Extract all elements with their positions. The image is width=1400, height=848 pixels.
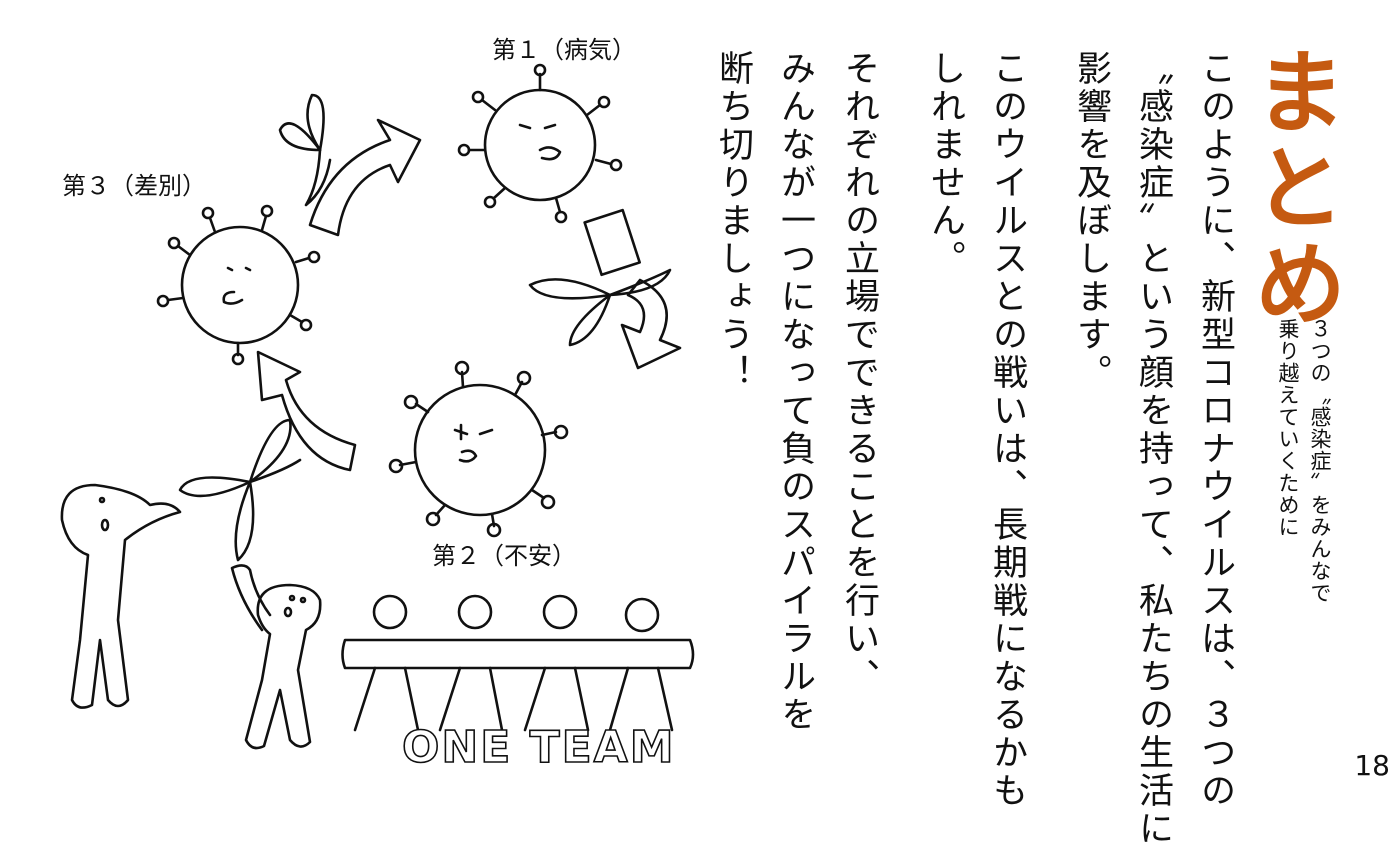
ribbon-bow-right-icon: [528, 208, 672, 347]
virus-anxiety-icon: [388, 360, 569, 538]
one-team-group-icon: [341, 594, 695, 732]
arrow-down-icon: [620, 278, 682, 370]
virus-discrimination-icon: [156, 204, 321, 366]
page-number: 18: [1354, 749, 1390, 782]
virus-disease-icon: [457, 63, 623, 224]
body-line-2: 〝感染症〟という顔を持って、私たちの生活に: [1133, 50, 1173, 848]
body-line-7: みんなが一つになって負のスパイラルを: [775, 50, 815, 734]
body-line-1: このように、新型コロナウイルスは、３つの: [1195, 50, 1235, 810]
ribbon-bow-top-icon: [278, 93, 332, 207]
person-middle-icon: [230, 564, 322, 750]
person-left-icon: [60, 483, 182, 709]
body-line-6: それぞれの立場でできることを行い、: [839, 50, 879, 696]
arrow-up-left-icon: [256, 350, 357, 472]
ribbon-bow-bottom-icon: [178, 418, 302, 562]
one-team-text: ONE TEAM: [401, 721, 676, 774]
subtitle-line-2: 乗り越えていくために: [1276, 318, 1300, 538]
label-anxiety: 第２（不安）: [432, 542, 576, 570]
body-line-4: このウイルスとの戦いは、長期戦になるかも: [987, 50, 1027, 810]
body-line-5: しれません。: [925, 50, 965, 278]
label-discrimination: 第３（差別）: [62, 172, 206, 200]
body-line-3: 影響を及ぼします。: [1071, 50, 1111, 392]
label-disease: 第１（病気）: [492, 36, 636, 64]
slide-title: まとめ: [1239, 44, 1346, 332]
spiral-illustration: [60, 63, 695, 750]
subtitle-line-1: ３つの〝感染症〟をみんなで: [1308, 318, 1332, 604]
arrow-up-right-icon: [308, 118, 422, 237]
body-line-8: 断ち切りましょう！: [713, 50, 753, 392]
slide-subtitle: ３つの〝感染症〟をみんなで 乗り越えていくために: [1272, 318, 1336, 604]
slide: まとめ ３つの〝感染症〟をみんなで 乗り越えていくために このように、新型コロナ…: [60, 36, 1390, 848]
